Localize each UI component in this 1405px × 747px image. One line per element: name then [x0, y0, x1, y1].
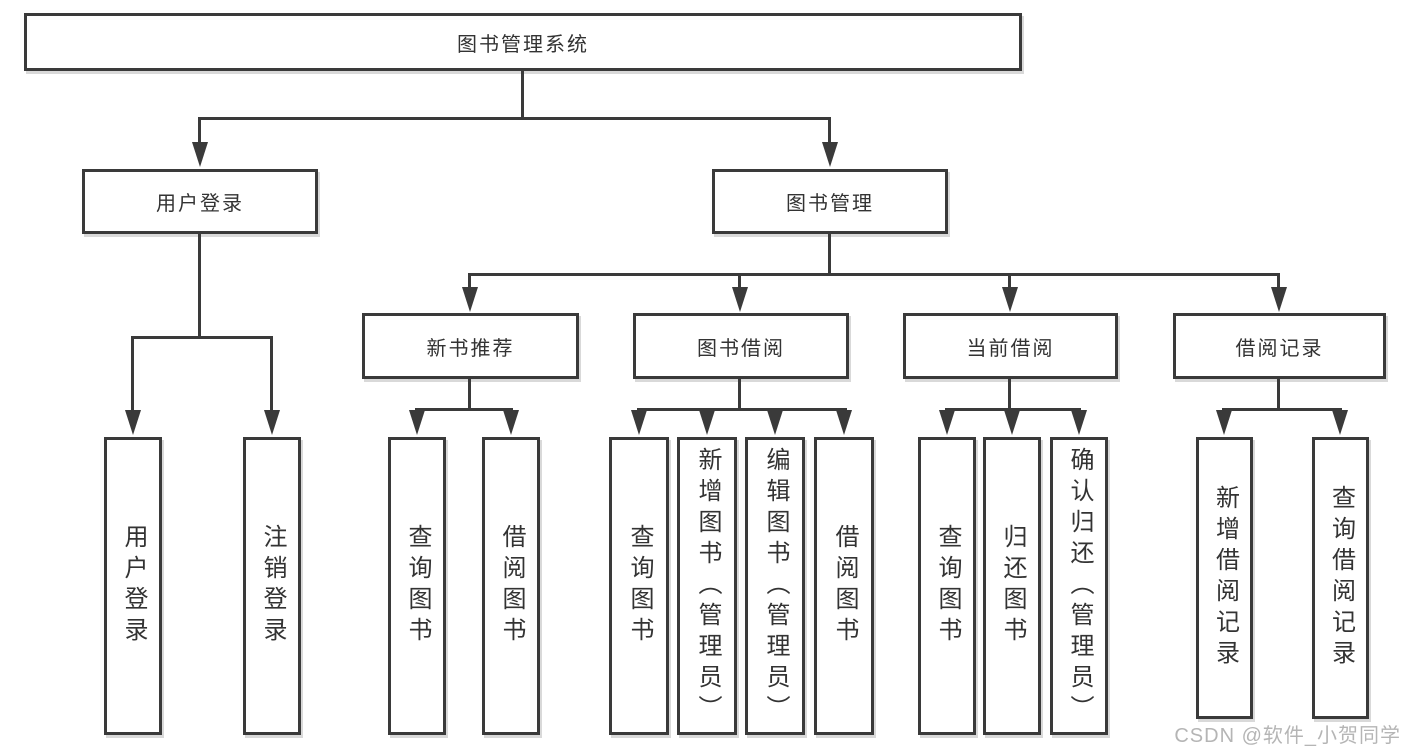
leaf-return-books: 归还图书 [983, 437, 1041, 735]
node-book-borrow: 图书借阅 [633, 313, 849, 379]
node-borrow-records: 借阅记录 [1173, 313, 1386, 379]
leaf-add-books-admin: 新增图书（管理员） [677, 437, 737, 735]
arrow-down-icon [264, 410, 280, 435]
connector-user-login-stub [198, 234, 201, 336]
leaf-query-books-recommend: 查询图书 [388, 437, 446, 735]
leaf-edit-books-admin: 编辑图书（管理员） [745, 437, 805, 735]
arrow-down-icon [939, 410, 955, 435]
arrow-down-icon [767, 410, 783, 435]
node-new-book-recommend: 新书推荐 [362, 313, 579, 379]
arrow-down-icon [1216, 410, 1232, 435]
connector-to-current-borrow [1008, 273, 1011, 289]
node-user-login: 用户登录 [82, 169, 318, 234]
csdn-watermark: CSDN @软件_小贺同学 [1174, 725, 1401, 747]
connector-to-leaf-logout [270, 336, 273, 412]
leaf-add-borrow-record: 新增借阅记录 [1196, 437, 1253, 719]
connector-book-mgmt-stub [828, 234, 831, 273]
leaf-confirm-return-admin: 确认归还（管理员） [1050, 437, 1108, 735]
connector-to-book-management [828, 117, 831, 145]
arrow-down-icon [822, 142, 838, 167]
connector-sec-borrow-records-stub [1277, 379, 1280, 408]
node-root: 图书管理系统 [24, 13, 1022, 71]
connector-sec-book-borrow-stub [738, 379, 741, 408]
leaf-query-books-borrow: 查询图书 [609, 437, 669, 735]
connector-root-stub [521, 70, 524, 117]
connector-sec-new-book-stub [468, 379, 471, 408]
leaf-logout: 注销登录 [243, 437, 301, 735]
node-book-management: 图书管理 [712, 169, 948, 234]
connector-root-split [199, 117, 831, 120]
connector-book-mgmt-split [468, 273, 1280, 276]
connector-to-borrow-records [1277, 273, 1280, 289]
arrow-down-icon [836, 410, 852, 435]
leaf-query-books-current: 查询图书 [918, 437, 976, 735]
arrow-down-icon [1332, 410, 1348, 435]
connector-sec-book-borrow-split [637, 408, 847, 411]
arrow-down-icon [631, 410, 647, 435]
arrow-down-icon [1271, 287, 1287, 312]
connector-sec-new-book-split [415, 408, 513, 411]
arrow-down-icon [732, 287, 748, 312]
connector-to-new-book [468, 273, 471, 289]
arrow-down-icon [1002, 287, 1018, 312]
arrow-down-icon [192, 142, 208, 167]
connector-to-user-login [198, 117, 201, 145]
connector-to-leaf-login [131, 336, 134, 412]
connector-sec-current-borrow-stub [1008, 379, 1011, 408]
leaf-borrow-books-recommend: 借阅图书 [482, 437, 540, 735]
connector-sec-borrow-records-split [1222, 408, 1342, 411]
arrow-down-icon [125, 410, 141, 435]
node-current-borrow: 当前借阅 [903, 313, 1118, 379]
arrow-down-icon [699, 410, 715, 435]
connector-user-login-split [131, 336, 273, 339]
leaf-borrow-books: 借阅图书 [814, 437, 874, 735]
leaf-query-borrow-record: 查询借阅记录 [1312, 437, 1369, 719]
connector-sec-current-borrow-split [945, 408, 1081, 411]
arrow-down-icon [1071, 410, 1087, 435]
arrow-down-icon [503, 410, 519, 435]
arrow-down-icon [1004, 410, 1020, 435]
leaf-user-login: 用户登录 [104, 437, 162, 735]
arrow-down-icon [409, 410, 425, 435]
connector-to-book-borrow [738, 273, 741, 289]
arrow-down-icon [462, 287, 478, 312]
